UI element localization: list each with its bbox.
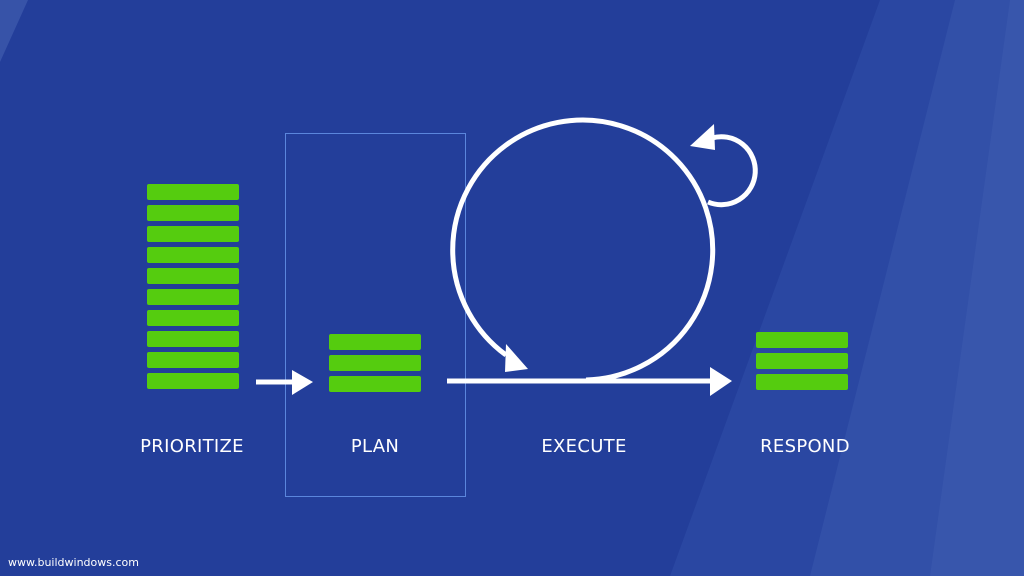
respond-backlog-stack — [756, 332, 848, 395]
arrow-prioritize-to-plan — [256, 370, 313, 395]
prioritize-backlog-item — [147, 373, 239, 389]
label-prioritize: PRIORITIZE — [140, 436, 244, 457]
respond-backlog-item — [756, 332, 848, 348]
plan-backlog-item — [329, 355, 421, 371]
daily-cycle-loop — [690, 124, 758, 208]
plan-backlog-item — [329, 376, 421, 392]
prioritize-backlog-item — [147, 226, 239, 242]
label-execute: EXECUTE — [541, 436, 627, 457]
prioritize-backlog-item — [147, 205, 239, 221]
prioritize-backlog-item — [147, 310, 239, 326]
plan-backlog-item — [329, 334, 421, 350]
prioritize-backlog-item — [147, 352, 239, 368]
respond-backlog-item — [756, 353, 848, 369]
prioritize-backlog-item — [147, 268, 239, 284]
label-plan: PLAN — [350, 436, 400, 457]
prioritize-backlog-item — [147, 331, 239, 347]
plan-highlight-frame — [285, 133, 466, 497]
plan-backlog-stack — [329, 334, 421, 397]
label-respond: RESPOND — [760, 436, 850, 457]
prioritize-backlog-item — [147, 184, 239, 200]
respond-backlog-item — [756, 374, 848, 390]
prioritize-backlog-item — [147, 289, 239, 305]
execute-cycle-loop — [450, 117, 716, 383]
footer-url: www.buildwindows.com — [8, 556, 139, 569]
arrow-execute-to-respond — [447, 367, 732, 396]
prioritize-backlog-stack — [147, 184, 239, 394]
prioritize-backlog-item — [147, 247, 239, 263]
